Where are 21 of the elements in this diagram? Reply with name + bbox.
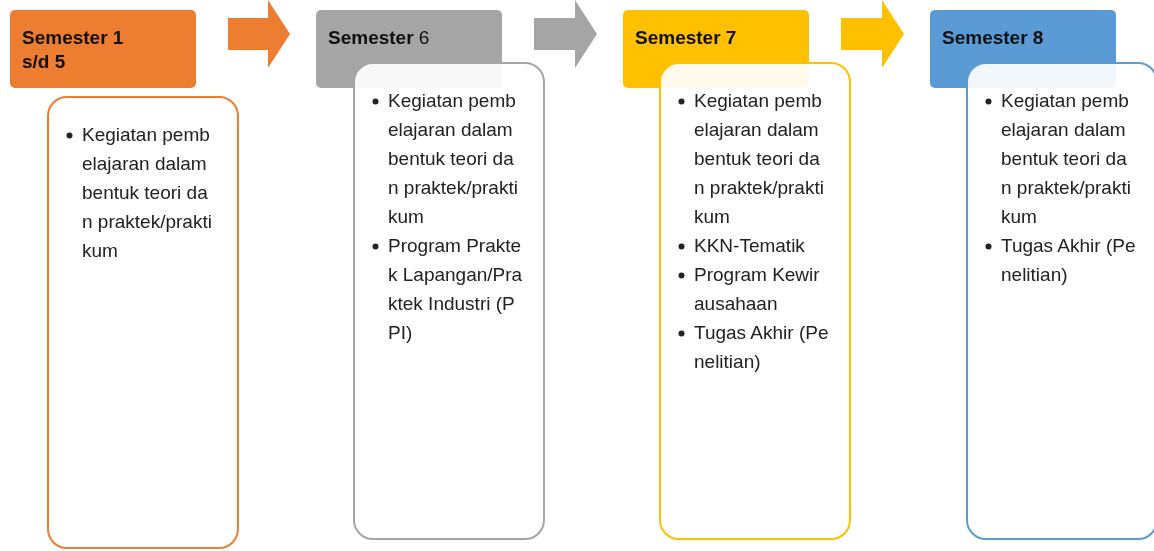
semester-title: Semester 8 [942,26,1045,50]
bullet-item: Program Praktek Lapangan/Praktek Industri (PPI) [388,234,523,345]
block-arrow [228,0,290,68]
bullet-item: Program Kewirausahaan [694,263,821,316]
header-box [10,10,196,88]
bullet-item: Kegiatan pembelajaran dalam bentuk teori dan praktek/praktikum [694,89,825,229]
content-box [659,62,851,540]
semester-title: Semester 1 s/d 5 [22,26,125,74]
bullet-item: Kegiatan pembelajaran dalam bentuk teori dan praktek/praktikum [1001,89,1132,229]
semester-title: Semester 7 [635,26,738,50]
block-arrow [841,0,904,68]
content-box [47,96,239,549]
bullet-item: KKN-Tematik [694,234,806,258]
bullet-item: Tugas Akhir (Penelitian) [1001,234,1136,287]
content-box [966,62,1154,540]
bullet-item: Tugas Akhir (Penelitian) [694,321,829,374]
content-box [353,62,545,540]
semester-title: Semester 6 [328,26,431,50]
bullet-item: Kegiatan pembelajaran dalam bentuk teori dan praktek/praktikum [388,89,519,229]
block-arrow [534,0,597,68]
bullet-item: Kegiatan pembelajaran dalam bentuk teori dan praktek/praktikum [82,123,213,263]
